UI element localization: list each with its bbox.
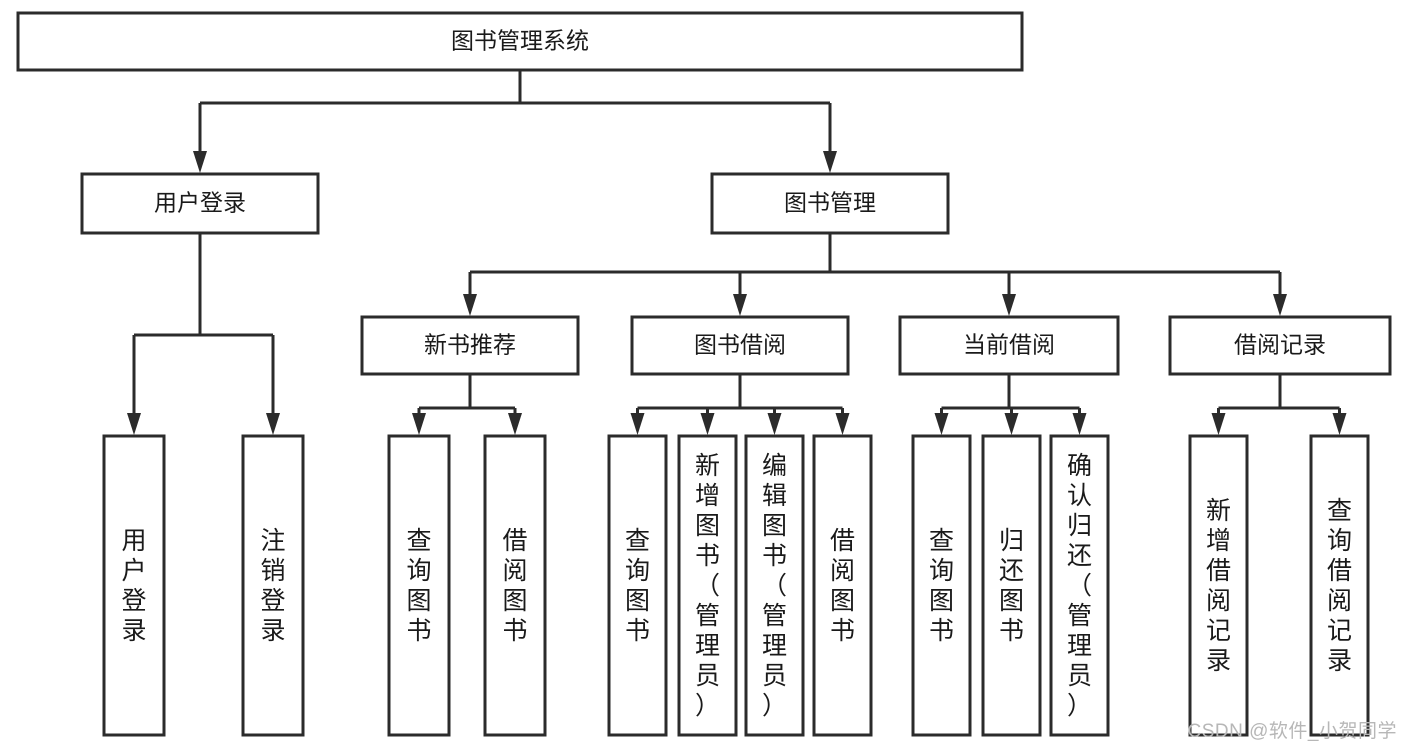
arrow-head-icon (127, 413, 141, 435)
root-node-book-system-box[interactable] (16, 11, 1024, 72)
leaf-node-2[interactable]: 查询图书 (387, 434, 451, 737)
arrow-head-icon (1004, 413, 1019, 435)
leaf-node-2-label: 查询图书 (406, 527, 431, 645)
node-current-borrow[interactable]: 当前借阅 (898, 315, 1120, 376)
node-current-borrow-box[interactable] (898, 315, 1120, 376)
leaf-node-0[interactable]: 用户登录 (102, 434, 166, 737)
leaf-node-12-label: 查询借阅记录 (1327, 497, 1352, 675)
node-user-login-box[interactable] (80, 172, 320, 235)
arrow-head-icon (835, 413, 850, 435)
node-borrow-record[interactable]: 借阅记录 (1168, 315, 1392, 376)
root-node-book-system[interactable]: 图书管理系统 (16, 11, 1024, 72)
arrow-head-icon (1211, 413, 1226, 435)
arrow-head-icon (823, 151, 837, 173)
leaf-node-8-label: 查询图书 (929, 527, 954, 645)
leaf-node-9-label: 归还图书 (999, 527, 1024, 645)
node-book-management-box[interactable] (710, 172, 950, 235)
arrow-head-icon (1332, 413, 1347, 435)
arrow-head-icon (1273, 294, 1287, 316)
node-book-borrow-box[interactable] (630, 315, 850, 376)
leaf-node-0-box[interactable] (102, 434, 166, 737)
leaf-node-6-label: 编辑图书（管理员） (762, 452, 787, 720)
node-book-borrow[interactable]: 图书借阅 (630, 315, 850, 376)
leaf-node-1[interactable]: 注销登录 (241, 434, 305, 737)
arrow-head-icon (767, 413, 782, 435)
watermark-text: CSDN @软件_小贺同学 (1187, 721, 1397, 742)
leaf-node-12-box[interactable] (1309, 434, 1370, 737)
leaf-node-8[interactable]: 查询图书 (911, 434, 972, 737)
leaf-node-3-box[interactable] (483, 434, 547, 737)
leaf-node-10-box[interactable] (1049, 434, 1110, 737)
connector-lines (127, 70, 1347, 435)
node-boxes: 图书管理系统用户登录图书管理新书推荐图书借阅当前借阅借阅记录用户登录注销登录查询… (16, 11, 1392, 737)
arrow-head-icon (508, 413, 522, 435)
leaf-node-3-label: 借阅图书 (502, 527, 527, 645)
arrow-head-icon (733, 294, 747, 316)
leaf-node-12[interactable]: 查询借阅记录 (1309, 434, 1370, 737)
arrow-head-icon (1072, 413, 1087, 435)
node-user-login[interactable]: 用户登录 (80, 172, 320, 235)
arrow-head-icon (1002, 294, 1016, 316)
leaf-node-4[interactable]: 查询图书 (607, 434, 668, 737)
leaf-node-8-box[interactable] (911, 434, 972, 737)
arrow-head-icon (463, 294, 477, 316)
leaf-node-9-box[interactable] (981, 434, 1042, 737)
node-book-management-label: 图书管理 (784, 190, 876, 216)
leaf-node-7-label: 借阅图书 (830, 527, 855, 645)
node-new-book-recommend-label: 新书推荐 (424, 332, 516, 358)
node-borrow-record-box[interactable] (1168, 315, 1392, 376)
node-new-book-recommend[interactable]: 新书推荐 (360, 315, 580, 376)
node-book-borrow-label: 图书借阅 (694, 332, 786, 358)
leaf-node-10-label: 确认归还（管理员） (1067, 452, 1092, 720)
arrow-head-icon (412, 413, 426, 435)
arrow-head-icon (630, 413, 645, 435)
leaf-node-1-box[interactable] (241, 434, 305, 737)
leaf-node-3[interactable]: 借阅图书 (483, 434, 547, 737)
leaf-node-4-label: 查询图书 (625, 527, 650, 645)
node-user-login-label: 用户登录 (154, 190, 246, 216)
leaf-node-7[interactable]: 借阅图书 (812, 434, 873, 737)
node-new-book-recommend-box[interactable] (360, 315, 580, 376)
leaf-node-0-label: 用户登录 (121, 527, 146, 645)
arrow-head-icon (700, 413, 715, 435)
leaf-node-11-label: 新增借阅记录 (1206, 497, 1231, 675)
node-current-borrow-label: 当前借阅 (963, 332, 1055, 358)
leaf-node-7-box[interactable] (812, 434, 873, 737)
arrow-head-icon (266, 413, 280, 435)
arrow-head-icon (934, 413, 949, 435)
leaf-node-6[interactable]: 编辑图书（管理员） (744, 434, 805, 737)
node-book-management[interactable]: 图书管理 (710, 172, 950, 235)
leaf-node-5[interactable]: 新增图书（管理员） (677, 434, 738, 737)
leaf-node-10[interactable]: 确认归还（管理员） (1049, 434, 1110, 737)
leaf-node-5-label: 新增图书（管理员） (695, 452, 720, 720)
leaf-node-9[interactable]: 归还图书 (981, 434, 1042, 737)
leaf-node-5-box[interactable] (677, 434, 738, 737)
leaf-node-11[interactable]: 新增借阅记录 (1188, 434, 1249, 737)
leaf-node-1-label: 注销登录 (260, 527, 285, 645)
leaf-node-6-box[interactable] (744, 434, 805, 737)
leaf-node-2-box[interactable] (387, 434, 451, 737)
node-borrow-record-label: 借阅记录 (1234, 332, 1326, 358)
leaf-node-4-box[interactable] (607, 434, 668, 737)
leaf-node-11-box[interactable] (1188, 434, 1249, 737)
root-node-book-system-label: 图书管理系统 (451, 28, 589, 54)
arrow-head-icon (193, 151, 207, 173)
